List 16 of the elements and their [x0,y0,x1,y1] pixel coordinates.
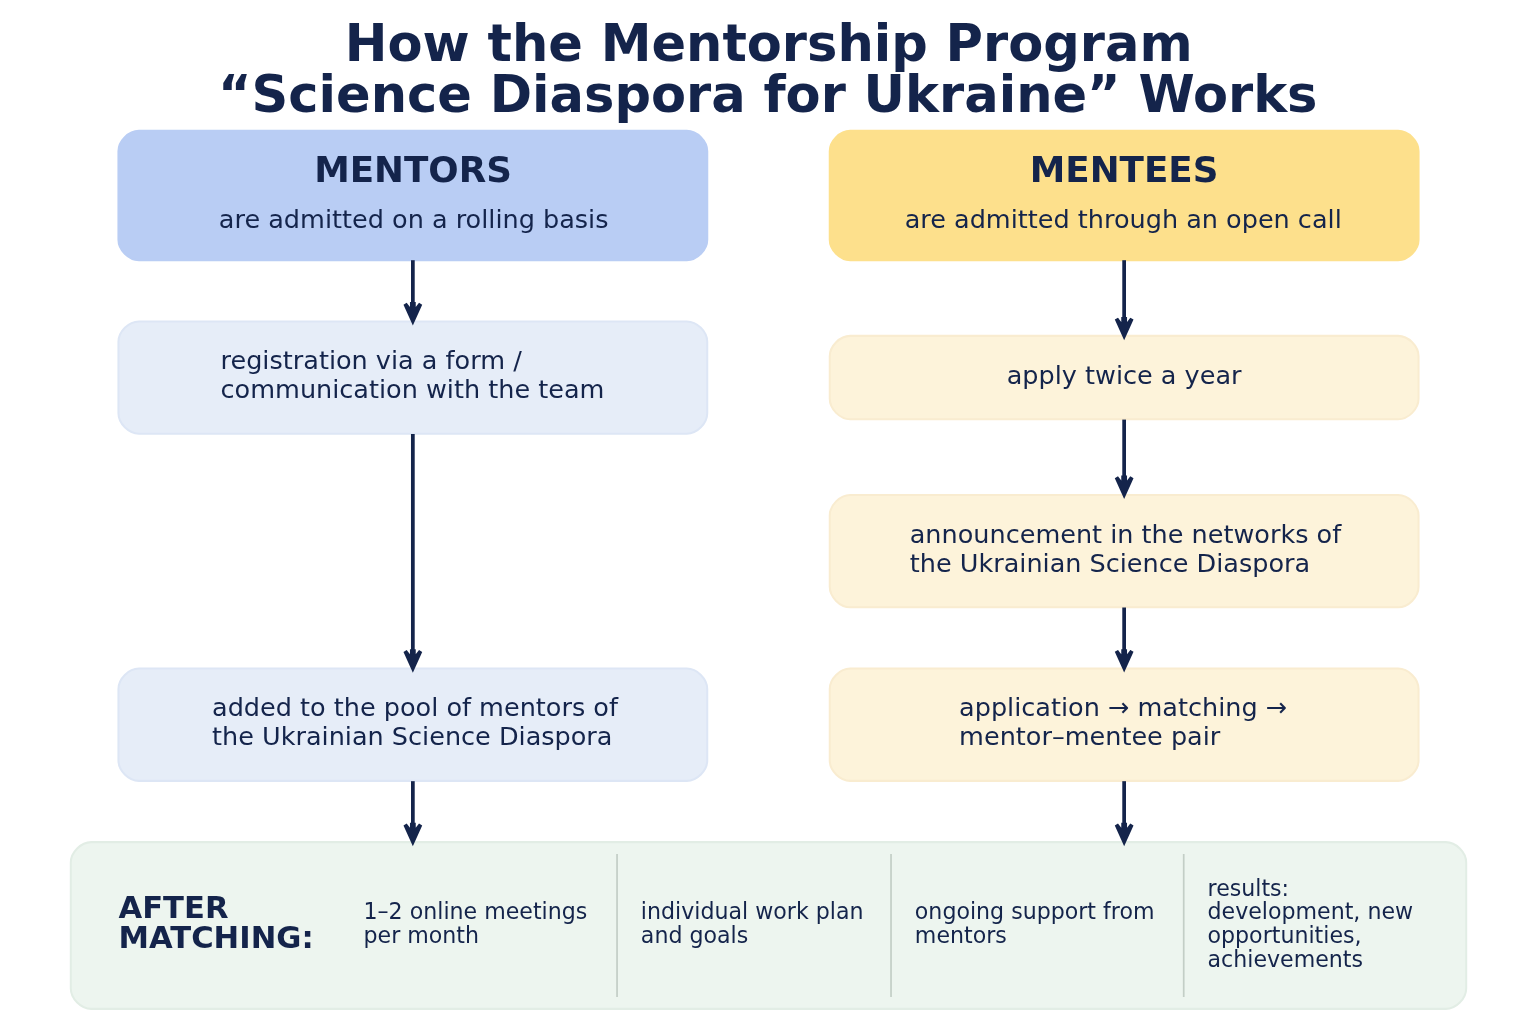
arrow [402,434,422,671]
diagram-title: How the Mentorship Program “Science Diaspora for Ukraine” Works [217,14,1317,125]
node-box: registration via a form / communication with the team [116,320,708,435]
node-box: MENTORS are admitted on a rolling basis [116,129,708,262]
arrow [1114,607,1134,670]
arrow [1114,781,1134,844]
node-box: MENTEES are admitted through an open call [828,129,1420,262]
arrow [1114,260,1134,338]
node-box: AFTER MATCHING: 1–2 online meetings per month individual work plan and goals ongoing support from mentors results: development, new opportunities, achievements [69,841,1467,1010]
arrow [402,781,422,844]
arrow [402,260,422,323]
node-box: added to the pool of mentors of the Ukrainian Science Diaspora [116,667,708,782]
node-box: apply twice a year [828,334,1420,421]
node-box: application → matching → mentor–mentee pair [828,667,1420,782]
node-box: announcement in the networks of the Ukrainian Science Diaspora [828,493,1420,609]
arrow [1114,419,1134,497]
